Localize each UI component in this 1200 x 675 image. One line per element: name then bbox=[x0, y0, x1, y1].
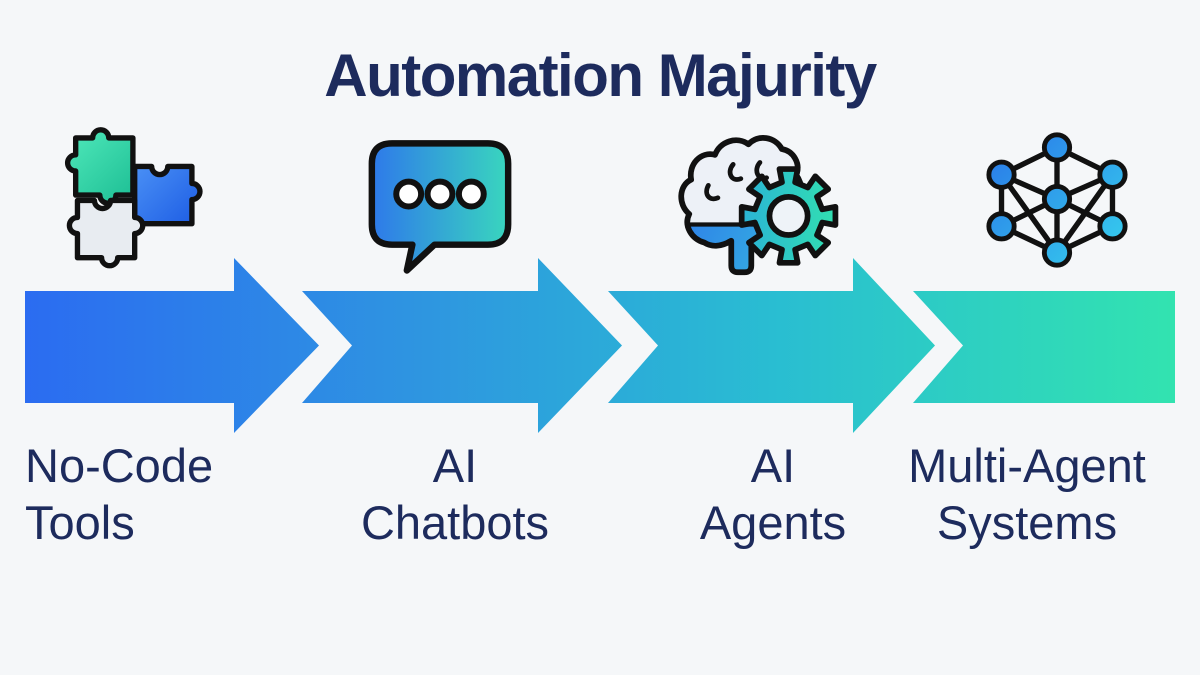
stage-label-line: Tools bbox=[25, 496, 135, 549]
stage-label-line: Systems bbox=[936, 496, 1118, 549]
stage-label-line: AI bbox=[750, 439, 796, 492]
arrow-segment-4 bbox=[913, 291, 1175, 403]
network-nodes bbox=[986, 132, 1128, 268]
brain-gear-icon bbox=[672, 130, 844, 278]
arrow-segment-2 bbox=[302, 258, 622, 433]
stage-label-multi-agent-systems: Multi-Agent Systems bbox=[864, 437, 1190, 551]
stage-label-line: Agents bbox=[699, 496, 847, 549]
stage-label-line: Chatbots bbox=[360, 496, 550, 549]
stage-label-no-code-tools: No-Code Tools bbox=[25, 437, 325, 551]
stage-label-line: No-Code bbox=[25, 439, 214, 492]
puzzle-piece-blue bbox=[132, 163, 203, 227]
chat-dot bbox=[393, 178, 425, 210]
stage-label-line: Multi-Agent bbox=[908, 439, 1146, 492]
puzzle-pieces-icon bbox=[52, 120, 212, 272]
puzzle-piece-gray bbox=[66, 197, 146, 269]
stage-label-ai-chatbots: AI Chatbots bbox=[315, 437, 595, 551]
arrow-segment-1 bbox=[25, 258, 319, 433]
puzzle-piece-teal bbox=[65, 127, 136, 206]
arrow-segment-3 bbox=[608, 258, 935, 433]
chat-bubble-icon bbox=[360, 136, 520, 276]
stage-label-ai-agents: AI Agents bbox=[650, 437, 896, 551]
gear bbox=[738, 166, 839, 266]
stage-label-line: AI bbox=[432, 439, 478, 492]
maturity-arrow bbox=[25, 258, 1175, 433]
chat-dot bbox=[424, 178, 456, 210]
neural-network-icon bbox=[984, 128, 1130, 274]
chat-dot bbox=[455, 178, 487, 210]
page-title: Automation Majurity bbox=[324, 42, 877, 109]
